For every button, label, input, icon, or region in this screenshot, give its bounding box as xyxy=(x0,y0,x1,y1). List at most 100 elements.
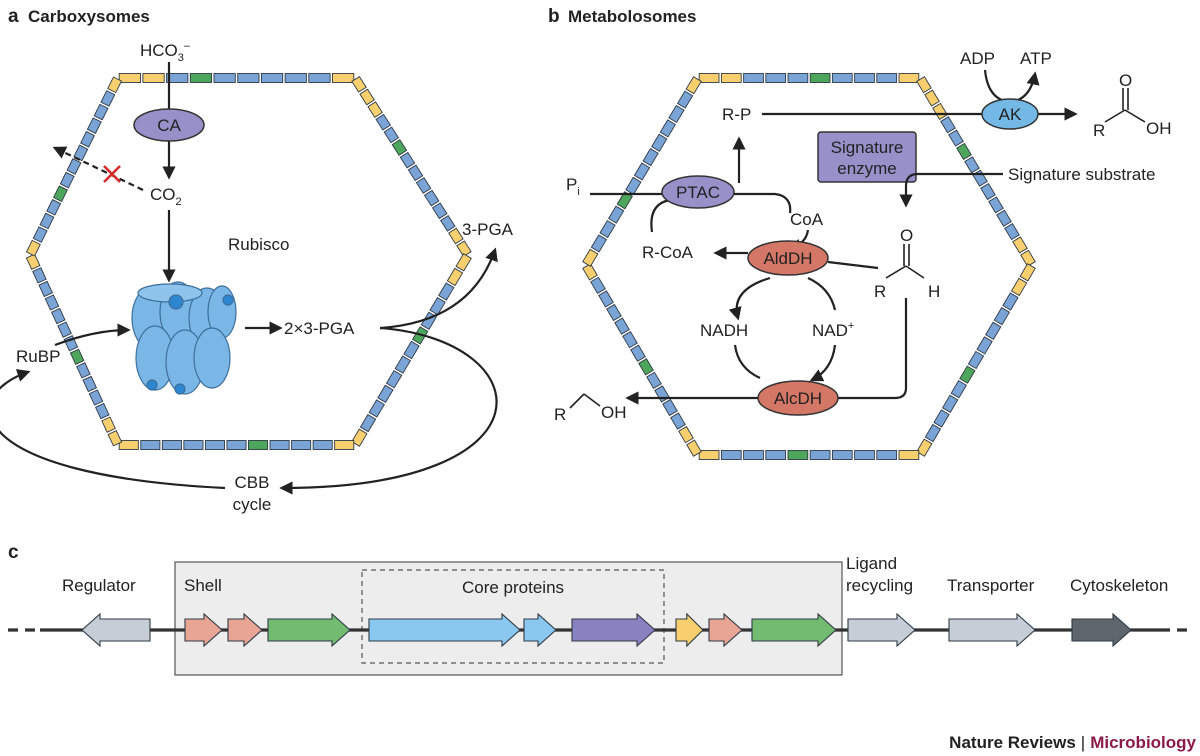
shell-tile xyxy=(93,103,109,121)
shell-tile xyxy=(720,450,742,460)
shell-tile xyxy=(399,151,416,169)
shell-tile xyxy=(57,321,72,338)
shell-tile xyxy=(440,215,456,232)
shell-tile xyxy=(248,440,269,450)
signature-enzyme-line2: enzyme xyxy=(837,159,897,178)
shell-tile xyxy=(940,116,956,134)
acid-r-label: R xyxy=(1093,121,1105,140)
shell-gene-6 xyxy=(751,612,837,648)
svg-text:NAD+: NAD+ xyxy=(812,320,854,340)
co2-subscript: 2 xyxy=(176,196,182,208)
shell-tile xyxy=(625,176,642,195)
shell-tile xyxy=(226,440,247,450)
aldh-label: AldDH xyxy=(763,249,812,268)
shell-tile xyxy=(668,104,685,124)
shell-tile xyxy=(25,253,41,270)
shell-tile xyxy=(831,450,853,460)
shell-tile xyxy=(622,330,638,349)
shell-gene-3 xyxy=(267,612,351,648)
cbb-label-line2: cycle xyxy=(233,495,272,514)
rubisco-complex-icon xyxy=(131,281,237,395)
shell-tile xyxy=(359,88,375,106)
shell-tile xyxy=(854,450,875,460)
shell-tile xyxy=(107,76,123,94)
transporter-label: Transporter xyxy=(947,576,1035,595)
shell-tile xyxy=(765,450,787,460)
alcohol-r-label: R xyxy=(554,405,566,424)
shell-tile xyxy=(431,202,448,220)
hco3-superscript: – xyxy=(184,40,191,52)
shell-tile xyxy=(582,263,598,281)
shell-tile xyxy=(101,416,116,433)
svg-text:Pi: Pi xyxy=(566,175,580,198)
shell-gene-4 xyxy=(675,612,704,648)
shell-tile xyxy=(52,185,68,203)
pga-label: 3-PGA xyxy=(462,220,514,239)
hco3-subscript: 3 xyxy=(178,52,184,64)
hco3-label: HCO xyxy=(140,41,178,60)
shell-tile xyxy=(606,303,622,322)
pi-subscript: i xyxy=(577,186,579,198)
shell-tile xyxy=(80,130,96,148)
shell-tile xyxy=(630,344,646,362)
panel-a-title: Carboxysomes xyxy=(28,7,150,26)
shell-tile xyxy=(916,438,933,457)
shell-tile xyxy=(898,450,920,460)
ligand-recycling-label-line2: recycling xyxy=(846,576,913,595)
shell-tile xyxy=(86,117,102,134)
shell-tile xyxy=(956,142,972,161)
rubp-to-rubisco-arrow xyxy=(54,323,131,347)
core-gene-2 xyxy=(523,612,557,648)
shell-tile xyxy=(996,209,1012,227)
pi-label: P xyxy=(566,175,577,194)
shell-tile xyxy=(63,335,79,352)
shell-tile xyxy=(1004,223,1020,241)
shell-tile xyxy=(334,440,355,450)
shell-tile xyxy=(32,226,48,243)
aldehyde-to-alcdh-line xyxy=(838,298,908,400)
shell-tile xyxy=(50,307,66,325)
shell-tile xyxy=(1012,236,1028,254)
shell-tile xyxy=(985,321,1002,340)
ak-enzyme-ellipse xyxy=(981,98,1039,130)
shell-tile xyxy=(607,205,625,224)
shell-tile xyxy=(140,440,161,450)
shell-tile xyxy=(82,375,98,393)
shell-tile xyxy=(678,425,694,444)
shell-tile xyxy=(698,450,720,460)
shell-tile xyxy=(993,306,1011,326)
shell-tile xyxy=(590,276,606,295)
regulator-label: Regulator xyxy=(62,576,136,595)
shell-tile xyxy=(941,394,959,414)
shell-tile xyxy=(676,90,694,109)
cytoskeleton-gene xyxy=(1071,612,1132,648)
shell-tile xyxy=(118,73,141,83)
ligand-recycling-gene xyxy=(847,612,916,648)
rubisco-label: Rubisco xyxy=(228,235,289,254)
pga-export-arrow xyxy=(379,247,498,330)
shell-tile xyxy=(213,73,236,83)
shell-tile xyxy=(787,450,809,460)
ca-label: CA xyxy=(157,116,181,135)
shell-tile xyxy=(646,371,662,390)
shell-tile xyxy=(654,385,670,403)
signature-enzyme-box xyxy=(817,131,917,183)
shell-tile xyxy=(1010,277,1028,297)
ligand-recycling-label-line1: Ligand xyxy=(846,554,897,573)
shell-gene-1 xyxy=(184,612,223,648)
shell-tile xyxy=(1002,292,1019,311)
shell-tile xyxy=(633,162,651,181)
shell-tile xyxy=(25,239,41,257)
alcdh-cycle-left-line xyxy=(733,344,761,380)
svg-text:HCO3–: HCO3– xyxy=(140,40,191,64)
cbb-to-rubp-arrow xyxy=(0,369,226,490)
co2-leakage-dashed-arrow xyxy=(52,146,144,191)
shell-tile xyxy=(456,240,472,258)
shell-label: Shell xyxy=(184,576,222,595)
shell-tile xyxy=(582,248,599,267)
shell-tile xyxy=(88,389,104,406)
shell-tile xyxy=(685,76,702,95)
signature-enzyme-line1: Signature xyxy=(831,138,904,157)
shell-tile xyxy=(924,423,942,443)
nadh-label: NADH xyxy=(700,321,748,340)
